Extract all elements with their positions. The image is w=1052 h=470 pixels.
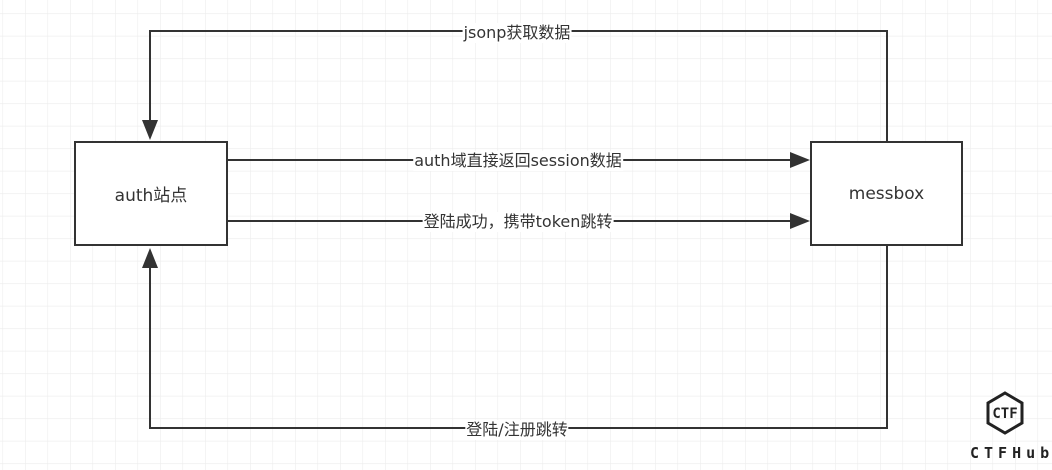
edge-top-label: jsonp获取数据: [462, 23, 572, 43]
node-messbox-label: messbox: [848, 183, 925, 204]
node-messbox[interactable]: messbox: [810, 141, 963, 246]
arrowhead-bottom: [142, 248, 158, 268]
edge-middle1-label: auth域直接返回session数据: [413, 151, 623, 171]
node-auth[interactable]: auth站点: [74, 141, 228, 246]
edge-bottom-label: 登陆/注册跳转: [465, 420, 569, 440]
edge-middle2-label: 登陆成功，携带token跳转: [422, 212, 614, 232]
arrowhead-middle2: [790, 213, 810, 229]
ctfhub-logo-text: CTFHub: [970, 444, 1052, 462]
arrowhead-middle1: [790, 152, 810, 168]
ctfhub-logo: CTF: [986, 391, 1024, 435]
node-auth-label: auth站点: [114, 186, 188, 206]
svg-text:CTF: CTF: [992, 406, 1017, 422]
arrowhead-top: [142, 120, 158, 140]
